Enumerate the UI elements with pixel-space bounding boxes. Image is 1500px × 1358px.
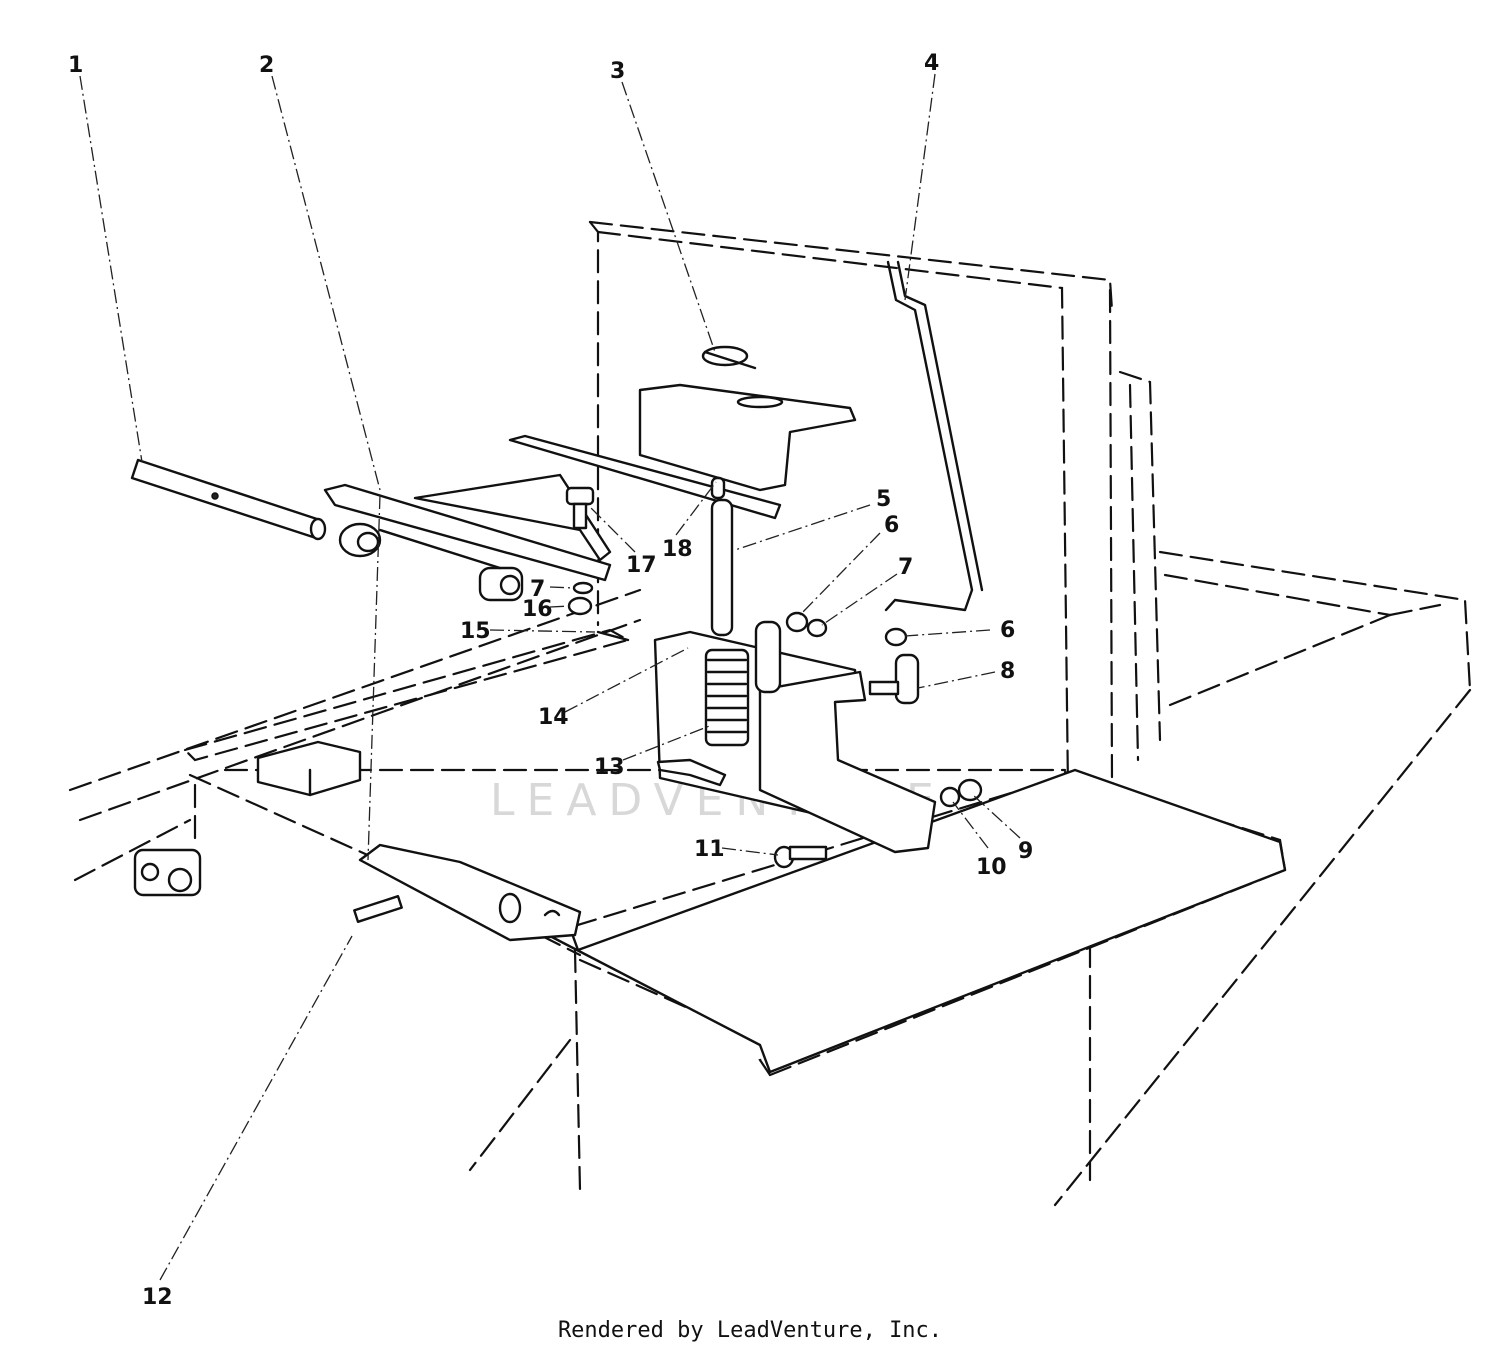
nut-6-upper — [785, 611, 809, 633]
callout-12: 12 — [142, 1285, 173, 1310]
washer-10 — [939, 786, 961, 808]
callout-14: 14 — [538, 705, 569, 730]
bolt-17 — [565, 486, 595, 530]
pin-18 — [710, 476, 726, 500]
callout-18: 18 — [662, 537, 693, 562]
roll-pin-12 — [353, 894, 403, 924]
callout-9: 9 — [1018, 839, 1033, 864]
callout-7b: 7 — [530, 577, 545, 602]
rail-15 — [596, 630, 630, 642]
footer-credit: Rendered by LeadVenture, Inc. — [557, 1318, 943, 1343]
callout-15: 15 — [460, 619, 491, 644]
side-hinge — [133, 848, 202, 897]
callouts: 1 2 3 4 5 6 7 6 8 9 10 11 12 13 14 15 16… — [68, 51, 1033, 1310]
callout-5: 5 — [876, 487, 891, 512]
callout-6a: 6 — [884, 513, 899, 538]
nut-16 — [567, 596, 593, 616]
callout-11: 11 — [694, 837, 725, 862]
lever-arm — [323, 483, 612, 602]
control-rod — [884, 260, 984, 612]
mounting-plate — [413, 383, 857, 562]
washer-7-right — [806, 618, 828, 638]
bolt-11 — [773, 845, 828, 869]
callout-13: 13 — [594, 755, 625, 780]
callout-1: 1 — [68, 53, 83, 78]
swivel-8 — [868, 653, 920, 705]
clevis-clip — [701, 345, 757, 370]
callout-7a: 7 — [898, 555, 913, 580]
callout-2: 2 — [259, 53, 274, 78]
callout-6b: 6 — [1000, 618, 1015, 643]
callout-8: 8 — [1000, 659, 1015, 684]
spring-13 — [704, 648, 750, 747]
callout-3: 3 — [610, 59, 625, 84]
callout-16: 16 — [522, 597, 553, 622]
leader-lines — [79, 73, 1021, 1281]
hinge-bracket — [358, 843, 582, 942]
left-bracket — [256, 740, 362, 797]
nut-6-lower — [884, 627, 908, 647]
damper — [754, 620, 782, 694]
callout-10: 10 — [976, 855, 1007, 880]
front-plate — [546, 768, 1287, 1074]
washer-7-left — [572, 581, 594, 595]
pivot-rod — [130, 458, 327, 541]
pin-5 — [710, 498, 734, 637]
callout-4: 4 — [924, 51, 939, 76]
nut-9 — [957, 778, 983, 802]
callout-17: 17 — [626, 553, 657, 578]
